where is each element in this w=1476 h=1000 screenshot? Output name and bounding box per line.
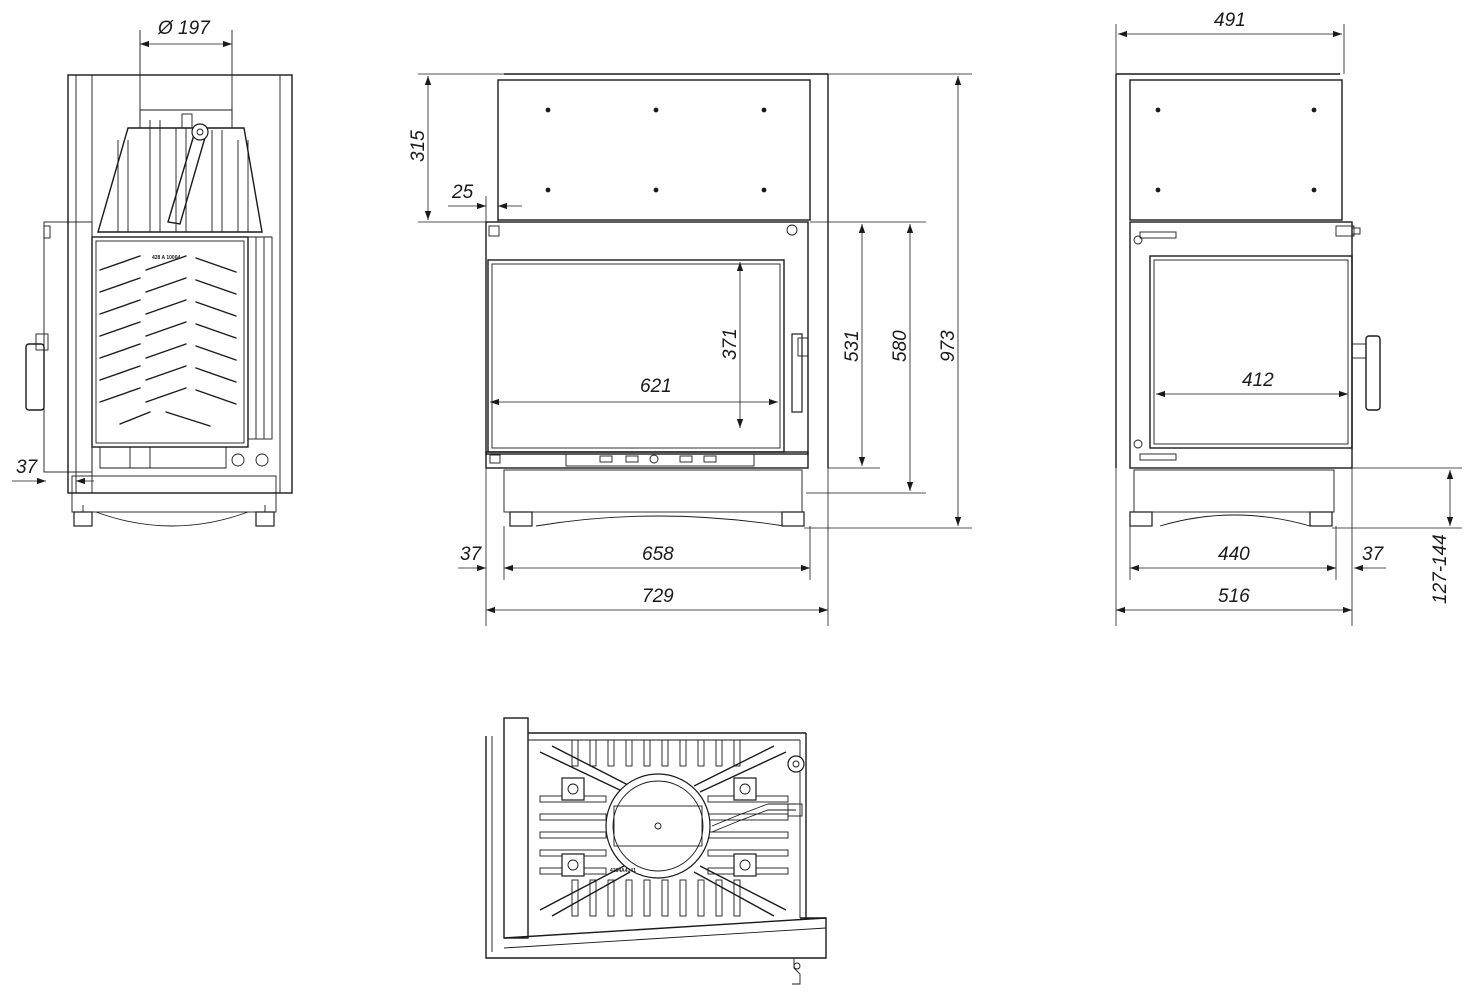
glass-width-label: 621 bbox=[640, 376, 672, 397]
frame-offset-label: 25 bbox=[451, 182, 474, 203]
side-dimensions: 491 412 440 37 516 127-144 bbox=[1115, 10, 1462, 626]
inner-depth-side-label: 440 bbox=[1218, 544, 1250, 565]
glass-width-side-label: 412 bbox=[1242, 370, 1274, 391]
glass-height-label: 371 bbox=[720, 328, 741, 360]
total-depth-side-label: 516 bbox=[1218, 586, 1250, 607]
top-depth-side-label: 491 bbox=[1214, 10, 1246, 31]
door-height-label: 531 bbox=[842, 330, 863, 362]
section-view-left: 428 A 10004 bbox=[25, 30, 293, 527]
inner-width-front-label: 658 bbox=[642, 544, 674, 565]
front-view bbox=[485, 73, 829, 527]
base-marking-text: 4284A4141 bbox=[610, 868, 636, 874]
leg-adjust-range-label: 127-144 bbox=[1430, 534, 1451, 604]
side-margin-right-label: 37 bbox=[1362, 544, 1385, 565]
side-view-right bbox=[1115, 73, 1381, 527]
opening-height-label: 580 bbox=[890, 330, 911, 362]
front-dimensions: 315 25 371 621 531 580 973 37 bbox=[408, 73, 972, 626]
bottom-plan-view: 4284A4141 bbox=[485, 717, 827, 985]
left-dimensions: Ø 197 37 bbox=[12, 18, 232, 485]
grate-marking-text: 428 A 10004 bbox=[152, 255, 180, 261]
top-section-height-label: 315 bbox=[408, 130, 429, 162]
total-height-label: 973 bbox=[938, 330, 959, 362]
side-margin-front-label: 37 bbox=[460, 544, 483, 565]
flue-diameter-label: Ø 197 bbox=[157, 18, 211, 39]
side-wall-left-label: 37 bbox=[16, 457, 39, 478]
total-width-front-label: 729 bbox=[642, 586, 674, 607]
